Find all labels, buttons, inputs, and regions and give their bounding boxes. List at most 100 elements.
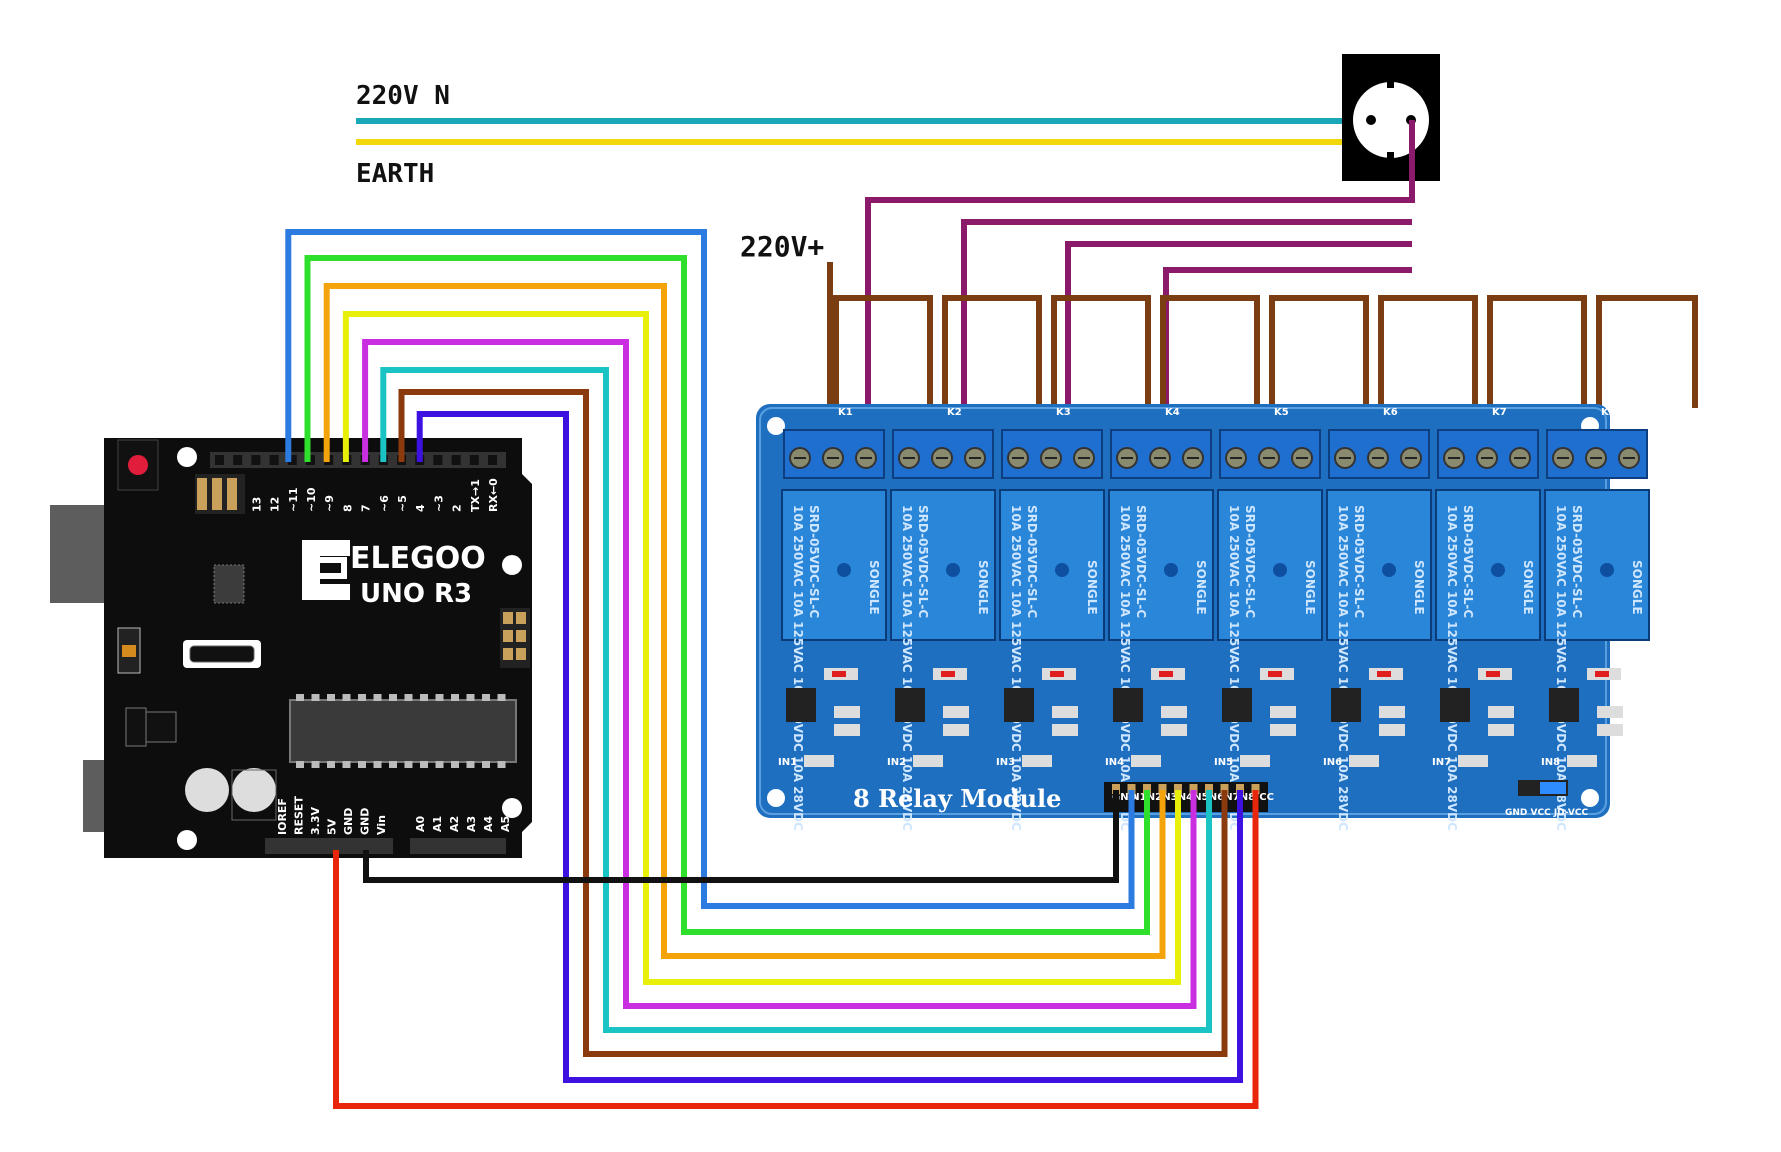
header-pin bbox=[251, 455, 261, 465]
power-pin-label: 5V bbox=[326, 818, 339, 835]
relay-body bbox=[781, 489, 887, 641]
live-label: 220V+ bbox=[740, 230, 824, 263]
relay-label: K5 bbox=[1274, 407, 1289, 418]
relay-model-text: SRD-05VDC-SL-C bbox=[807, 505, 821, 618]
relay-body bbox=[1544, 489, 1650, 641]
resistor bbox=[1597, 724, 1623, 736]
capacitor bbox=[185, 768, 229, 812]
led-label: IN7 bbox=[1432, 757, 1451, 768]
resistor bbox=[1379, 724, 1405, 736]
signal-wire-4 bbox=[342, 311, 1181, 985]
diode-band bbox=[1159, 671, 1173, 677]
digital-pin-label: ~5 bbox=[396, 495, 409, 512]
resistor bbox=[1052, 706, 1078, 718]
relay-model-text: SRD-05VDC-SL-C bbox=[1243, 505, 1257, 618]
common-wire bbox=[1378, 295, 1478, 408]
digital-pin-label: 12 bbox=[269, 497, 282, 512]
relay-model-text: SRD-05VDC-SL-C bbox=[1134, 505, 1148, 618]
analog-pin-label: A1 bbox=[431, 816, 444, 832]
led bbox=[1458, 755, 1488, 767]
input-pin bbox=[1220, 784, 1229, 794]
signal-wires bbox=[285, 229, 1259, 1109]
input-pin-label: GND bbox=[1112, 792, 1137, 803]
relay-mark bbox=[1055, 563, 1069, 577]
power-pin-label: Vin bbox=[375, 815, 388, 835]
chip-pin bbox=[420, 761, 428, 768]
relay-body bbox=[1435, 489, 1541, 641]
optocoupler bbox=[1113, 688, 1143, 722]
chip-pin bbox=[342, 761, 351, 768]
relay-model-text: SRD-05VDC-SL-C bbox=[1570, 505, 1584, 618]
input-pin bbox=[1236, 784, 1244, 794]
digital-pin-label: 4 bbox=[414, 504, 427, 512]
chip-pin bbox=[342, 694, 351, 701]
power-socket bbox=[1342, 54, 1440, 181]
signal-wire-1 bbox=[285, 229, 1135, 909]
relay-brand-text: SONGLE bbox=[1630, 560, 1644, 615]
led-label: IN6 bbox=[1323, 757, 1342, 768]
relay-rating-text: 10A 250VAC 10A 125VAC 10A 30VDC 10A 28VD… bbox=[1118, 505, 1132, 831]
resistor bbox=[1052, 724, 1078, 736]
led bbox=[1240, 755, 1270, 767]
analog-header bbox=[410, 838, 506, 854]
signal-wire-3 bbox=[323, 283, 1166, 959]
led-label: IN8 bbox=[1541, 757, 1560, 768]
relay-label: K2 bbox=[947, 407, 962, 418]
chip-pin bbox=[327, 694, 335, 701]
led bbox=[913, 755, 943, 767]
chip-pin bbox=[358, 761, 366, 768]
jumper-label: GND VCC JD-VCC bbox=[1505, 808, 1588, 818]
input-pin-label: IN7 bbox=[1221, 792, 1240, 803]
led-label: IN3 bbox=[996, 757, 1015, 768]
reset-button[interactable] bbox=[128, 455, 148, 475]
header-pin bbox=[488, 455, 497, 465]
chip-pin bbox=[466, 761, 475, 768]
signal-wire-6 bbox=[380, 367, 1212, 1033]
input-pin-label: IN6 bbox=[1205, 792, 1224, 803]
header-pin bbox=[469, 455, 479, 465]
led bbox=[1131, 755, 1161, 767]
relay-mark bbox=[946, 563, 960, 577]
analog-pin-label: A4 bbox=[482, 815, 495, 832]
chip-pin bbox=[296, 694, 304, 701]
optocoupler bbox=[786, 688, 816, 722]
arduino-model: UNO R3 bbox=[360, 579, 472, 609]
common-wire bbox=[1051, 295, 1151, 408]
relay-rating-text: 10A 250VAC 10A 125VAC 10A 30VDC 10A 28VD… bbox=[1554, 505, 1568, 831]
input-pin-label: IN1 bbox=[1128, 792, 1147, 803]
digital-pin-label: 7 bbox=[360, 504, 373, 512]
relay-label: K4 bbox=[1165, 407, 1180, 418]
relay-body bbox=[1108, 489, 1214, 641]
chip-pin bbox=[404, 694, 413, 701]
power-pin-label: GND bbox=[359, 808, 372, 835]
relay-body bbox=[890, 489, 996, 641]
input-pin-label: IN5 bbox=[1190, 792, 1209, 803]
digital-pin-label: ~6 bbox=[378, 495, 391, 512]
chip-pin bbox=[327, 761, 335, 768]
chip-pin bbox=[451, 694, 459, 701]
live-wire-k1 bbox=[865, 120, 1415, 408]
resistor bbox=[1270, 724, 1296, 736]
digital-pin-label: TX→1 bbox=[469, 479, 482, 512]
relay-model-text: SRD-05VDC-SL-C bbox=[1461, 505, 1475, 618]
common-wire bbox=[833, 295, 933, 408]
power-pin-label: 3.3V bbox=[309, 807, 322, 835]
relay-brand-text: SONGLE bbox=[1521, 560, 1535, 615]
relay-mark bbox=[1273, 563, 1287, 577]
input-pin-label: IN8 bbox=[1236, 792, 1255, 803]
relay-brand-text: SONGLE bbox=[1412, 560, 1426, 615]
digital-pin-label: ~3 bbox=[432, 495, 445, 512]
live-wire-k3 bbox=[1065, 241, 1412, 408]
relay-brand-text: SONGLE bbox=[976, 560, 990, 615]
chip-pin bbox=[373, 761, 382, 768]
chip-pin bbox=[358, 694, 366, 701]
optocoupler bbox=[895, 688, 925, 722]
relay-brand-text: SONGLE bbox=[1303, 560, 1317, 615]
chip-pin bbox=[435, 694, 444, 701]
chip-pin bbox=[389, 761, 397, 768]
relay-body bbox=[1217, 489, 1323, 641]
resistor bbox=[834, 724, 860, 736]
relay-rating-text: 10A 250VAC 10A 125VAC 10A 30VDC 10A 28VD… bbox=[900, 505, 914, 831]
